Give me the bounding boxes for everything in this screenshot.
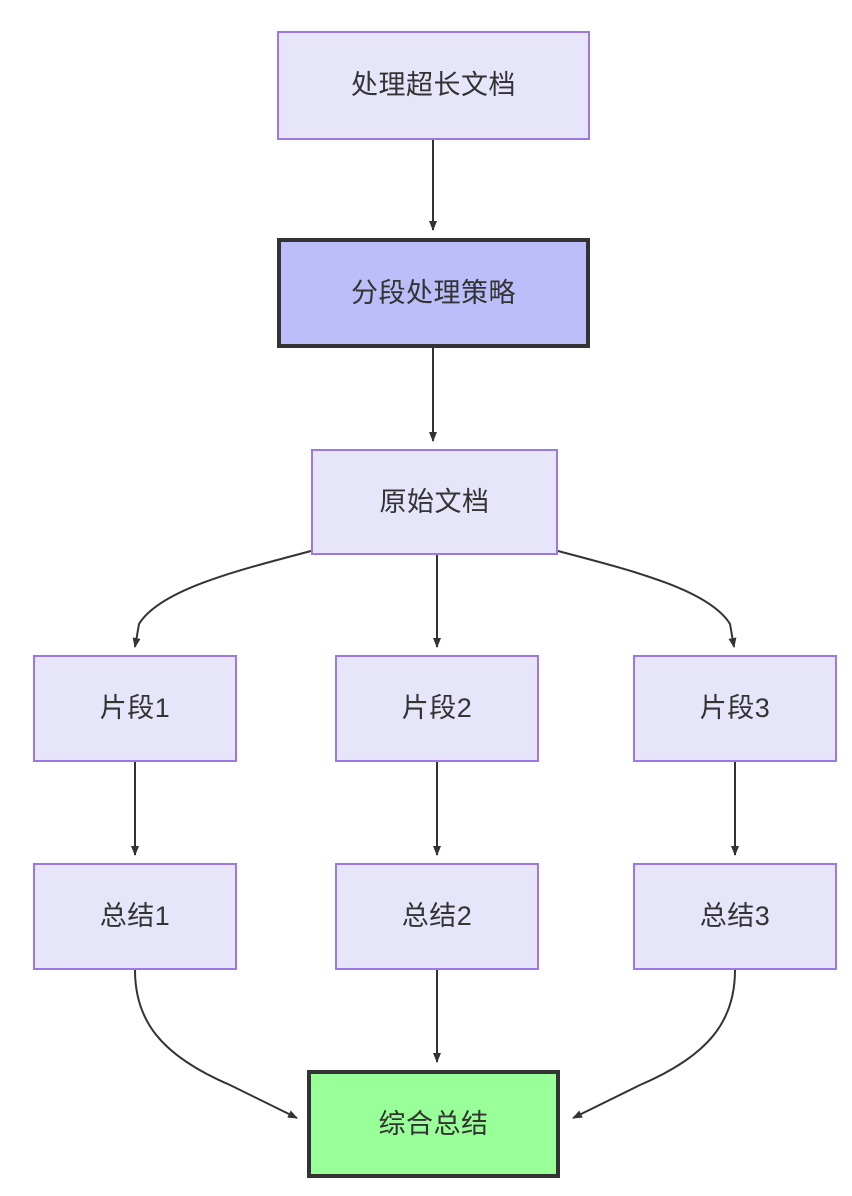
node-label: 综合总结 (378, 1108, 489, 1139)
edge-summary-3-to-final-summary (572, 969, 736, 1119)
node-label: 总结1 (99, 901, 171, 932)
node-label: 处理超长文档 (351, 70, 516, 101)
node-summary-2[interactable]: 总结2 (335, 863, 539, 970)
edge-source-doc-to-fragment-3 (557, 550, 737, 648)
node-fragment-2[interactable]: 片段2 (335, 655, 539, 762)
edge-summary-1-to-final-summary (134, 969, 298, 1119)
node-label: 总结3 (699, 901, 771, 932)
node-label: 片段3 (699, 693, 771, 724)
node-label: 总结2 (401, 901, 473, 932)
node-chunk-strategy[interactable]: 分段处理策略 (277, 238, 590, 348)
edge-source-doc-to-fragment-1 (132, 550, 312, 648)
node-label: 片段1 (99, 693, 171, 724)
node-fragment-1[interactable]: 片段1 (33, 655, 237, 762)
node-source-doc[interactable]: 原始文档 (311, 449, 558, 555)
node-label: 片段2 (401, 693, 473, 724)
node-process-long-doc[interactable]: 处理超长文档 (277, 31, 590, 140)
node-label: 原始文档 (379, 486, 490, 517)
node-summary-3[interactable]: 总结3 (633, 863, 837, 970)
node-label: 分段处理策略 (351, 277, 516, 308)
node-fragment-3[interactable]: 片段3 (633, 655, 837, 762)
node-final-summary[interactable]: 综合总结 (307, 1070, 560, 1178)
node-summary-1[interactable]: 总结1 (33, 863, 237, 970)
